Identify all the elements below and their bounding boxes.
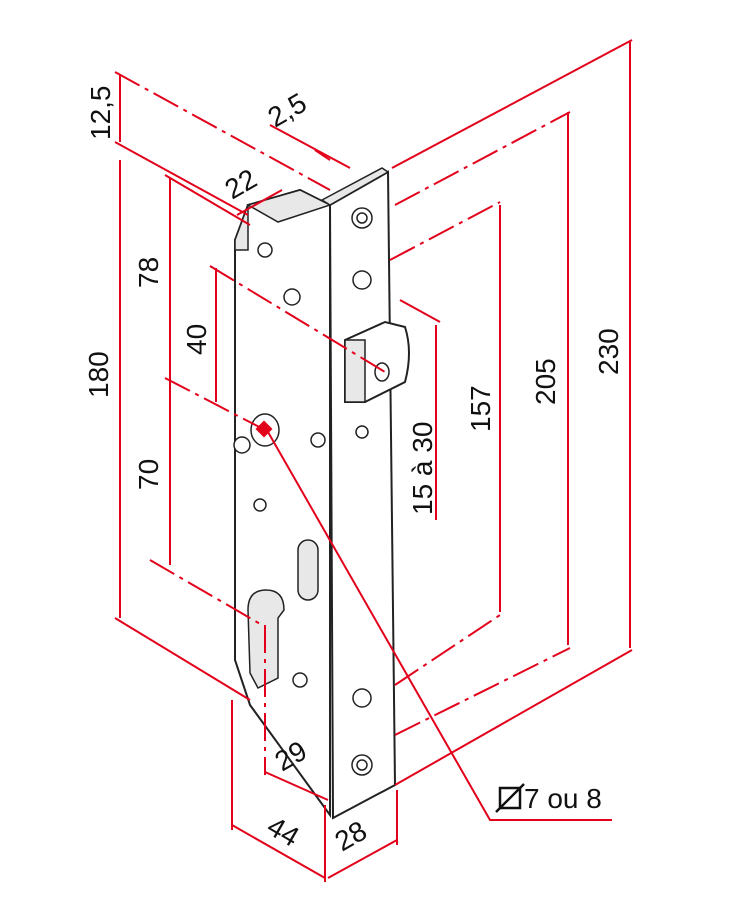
dim-230: 230	[593, 328, 624, 375]
screw-icon	[352, 270, 372, 290]
dim-spindle: 7 ou 8	[524, 783, 602, 814]
dim-12-5: 12,5	[85, 86, 116, 141]
screw-icon	[310, 432, 326, 448]
dim-157: 157	[465, 385, 496, 432]
screw-icon	[352, 688, 372, 708]
dim-2-5: 2,5	[263, 87, 312, 133]
screw-icon	[283, 288, 301, 306]
latch-slot	[297, 539, 319, 601]
dim-15-a-30: 15 à 30	[407, 422, 438, 515]
dim-205: 205	[530, 358, 561, 405]
dim-40: 40	[181, 324, 212, 355]
screw-icon	[292, 672, 308, 688]
dim-78: 78	[133, 257, 164, 288]
square-spindle-icon	[495, 783, 525, 813]
dim-28: 28	[330, 815, 372, 857]
dim-180: 180	[83, 351, 114, 398]
screw-icon	[233, 436, 251, 454]
dim-70: 70	[133, 459, 164, 490]
faceplate	[320, 167, 410, 820]
lock-body	[233, 188, 332, 819]
screw-hole	[257, 242, 273, 258]
dim-22: 22	[220, 163, 262, 205]
dimension-lines	[114, 39, 633, 882]
rivet-icon	[253, 498, 267, 512]
